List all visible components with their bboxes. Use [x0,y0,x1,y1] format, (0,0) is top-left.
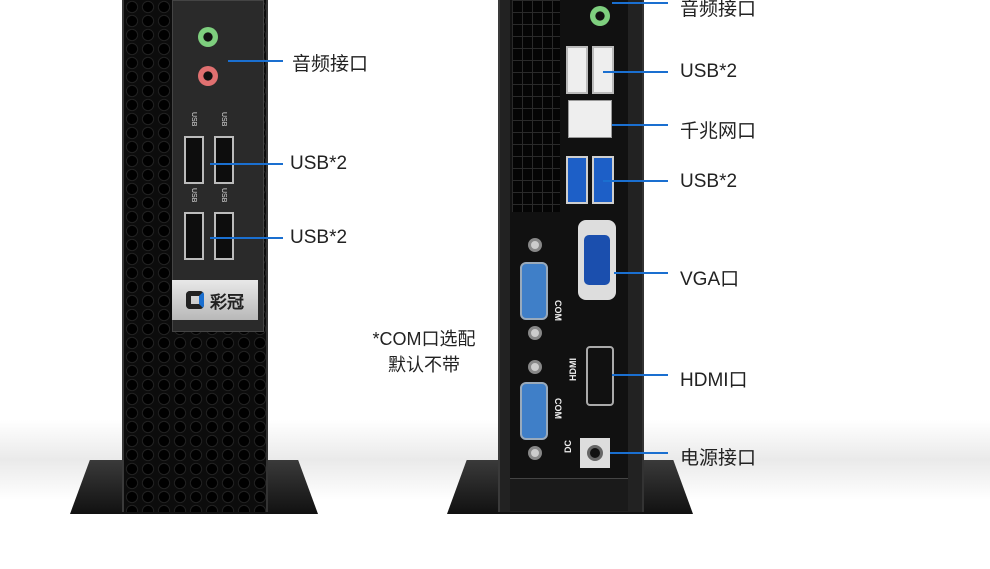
hdmi-mark: HDMI [568,358,578,381]
com-mark: COM [553,398,563,419]
dc-mark: DC [563,440,573,453]
screw [528,238,542,252]
callout-line [210,237,283,239]
callout-usb-right-2: USB*2 [680,171,738,192]
callout-line [228,60,283,62]
callout-ethernet: 千兆网口 [680,121,757,142]
screw [528,360,542,374]
usb-port [214,212,234,260]
note-line-2: 默认不带 [388,355,460,375]
com-mark: COM [553,300,563,321]
vga-port [578,220,616,300]
callout-line [612,124,668,126]
callout-line [603,71,668,73]
vent-grill [512,0,560,212]
callout-usb-left-2: USB*2 [290,227,348,248]
callout-line [210,163,283,165]
usb3-port [566,156,588,204]
callout-line [610,452,668,454]
usb-mark: USB [190,188,197,203]
ethernet-port [568,100,612,138]
usb-mark: USB [190,112,197,127]
audio-jack [590,6,610,26]
callout-vga: VGA口 [680,269,740,290]
callout-line [612,374,668,376]
usb-port [184,212,204,260]
screw [528,326,542,340]
com-port-1 [520,262,548,320]
callout-audio-right: 音频接口 [680,0,757,20]
callout-line [612,2,668,4]
usb-port [214,136,234,184]
usb-port [184,136,204,184]
usb-port [566,46,588,94]
callout-audio-left: 音频接口 [292,54,369,75]
com-port-2 [520,382,548,440]
callout-hdmi: HDMI口 [680,370,748,391]
callout-usb-right-1: USB*2 [680,61,738,82]
usb-port [592,46,614,94]
com-note: *COM口选配 默认不带 [352,326,496,378]
mic-jack [198,66,218,86]
headphone-jack [198,27,218,47]
callout-line [603,180,668,182]
rear-bottom-plate [510,478,628,511]
callout-usb-left-1: USB*2 [290,153,348,174]
dc-power-port [580,438,610,468]
usb-mark: USB [220,112,227,127]
note-line-1: *COM口选配 [372,329,476,349]
callout-line [614,272,668,274]
logo-text: 彩冠 [210,292,244,312]
callout-power: 电源接口 [680,448,757,469]
hdmi-port [586,346,614,406]
brand-logo: 彩冠 [172,280,258,320]
screw [528,446,542,460]
usb-mark: USB [220,188,227,203]
logo-icon [186,291,204,309]
